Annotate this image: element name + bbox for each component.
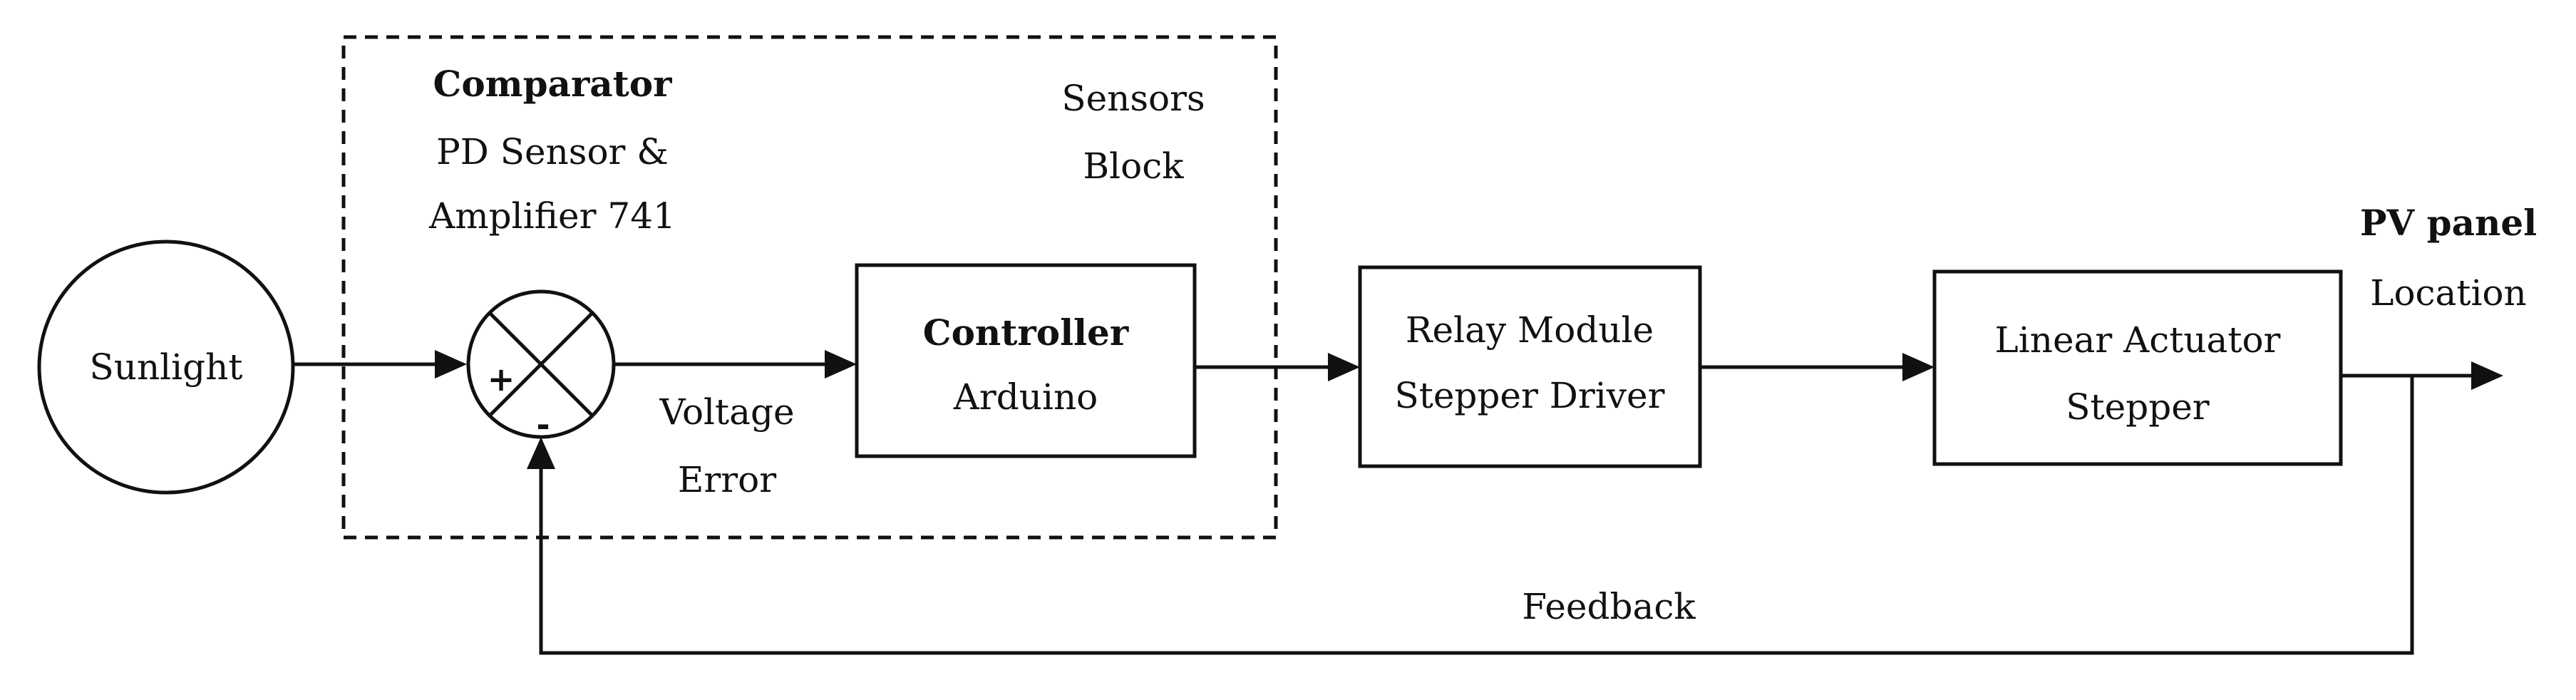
sunlight-node — [37, 240, 295, 495]
output-subtitle: Location — [2370, 272, 2527, 314]
minus-sign: - — [536, 406, 550, 444]
relay-module-line2: Stepper Driver — [1394, 375, 1664, 416]
comparator-title: Comparator — [433, 63, 673, 105]
controller-block — [855, 263, 1197, 458]
sunlight-arrowhead — [435, 350, 467, 379]
comparator-line2: Amplifier 741 — [428, 195, 676, 237]
summing-junction — [466, 289, 616, 439]
error-signal-arrowhead — [825, 350, 857, 379]
linear-actuator-line2: Stepper — [2066, 386, 2210, 428]
relay-to-actuator-arrowhead — [1902, 353, 1934, 381]
feedback-arrowhead — [527, 437, 555, 469]
feedback-path — [539, 376, 2414, 655]
sunlight-label: Sunlight — [90, 346, 243, 388]
relay-module-line1: Relay Module — [1406, 309, 1654, 351]
linear-actuator-line1: Linear Actuator — [1995, 319, 2281, 361]
feedback-label: Feedback — [1522, 586, 1696, 627]
plus-sign: + — [488, 360, 515, 398]
output-title: PV panel — [2360, 202, 2537, 244]
output-arrowhead — [2471, 361, 2503, 390]
controller-subtitle: Arduino — [953, 376, 1098, 418]
relay-module-block — [1358, 265, 1702, 468]
sensors-block-boundary — [341, 35, 1278, 540]
comparator-line1: PD Sensor & — [436, 131, 669, 173]
controller-to-relay-arrowhead — [1328, 353, 1360, 381]
voltage-error-label-line1: Voltage — [659, 391, 794, 433]
controller-title: Controller — [923, 312, 1129, 354]
voltage-error-label-line2: Error — [678, 459, 776, 500]
linear-actuator-block — [1932, 269, 2343, 466]
sensors-block-label-line2: Block — [1083, 145, 1184, 187]
sensors-block-label-line1: Sensors — [1061, 78, 1205, 119]
